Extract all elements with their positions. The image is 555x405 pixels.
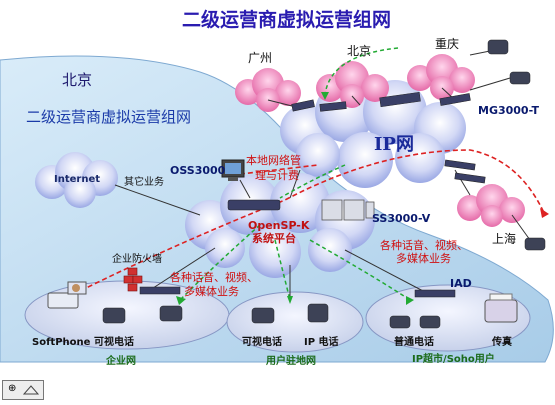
softphone-label: SoftPhone bbox=[32, 337, 91, 348]
ip-network-label: IP网 bbox=[374, 134, 414, 155]
city-chongqing: 重庆 bbox=[435, 37, 460, 51]
other-service-label: 其它业务 bbox=[124, 177, 164, 188]
media-right-label-2: 多媒体业务 bbox=[396, 252, 451, 265]
firewall-label: 企业防火墙 bbox=[112, 254, 162, 265]
videophone-label-1: 可视电话 bbox=[94, 337, 134, 348]
city-guangzhou: 广州 bbox=[248, 51, 273, 65]
ss3000-label: SS3000-V bbox=[372, 212, 431, 225]
opensp-label-2: 系统平台 bbox=[252, 232, 296, 245]
region-subtitle: 二级运营商虚拟运营组网 bbox=[26, 108, 192, 126]
diagram-title: 二级运营商虚拟运营组网 bbox=[182, 9, 392, 31]
city-beijing: 北京 bbox=[347, 44, 372, 58]
local-mgmt-label-2: 理与计费 bbox=[255, 169, 299, 182]
videophone-label-2: 可视电话 bbox=[242, 337, 282, 348]
fax-label: 传真 bbox=[492, 337, 512, 348]
shanghai-cloud bbox=[457, 184, 525, 227]
media-left-label-1: 各种话音、视频、 bbox=[170, 271, 258, 284]
nav-arrow-icon bbox=[23, 385, 39, 395]
enterprise-network-label: 企业网 bbox=[106, 356, 136, 367]
normal-phone-label: 普通电话 bbox=[394, 337, 434, 348]
slide-nav-button[interactable]: ⊕ bbox=[2, 380, 44, 400]
soho-network-label: IP超市/Soho用户 bbox=[412, 354, 495, 365]
media-left-label-2: 多媒体业务 bbox=[184, 285, 239, 298]
iad-label: IAD bbox=[450, 277, 472, 290]
residential-network-ellipse bbox=[226, 291, 364, 353]
oss3000-label: OSS3000 bbox=[170, 164, 226, 177]
residential-network-label: 用户驻地网 bbox=[266, 356, 316, 367]
internet-cloud bbox=[35, 152, 118, 208]
nav-icon: ⊕ bbox=[8, 383, 17, 394]
mg3000-label: MG3000-T bbox=[478, 104, 540, 117]
beijing-city-cloud bbox=[316, 61, 389, 108]
opensp-label-1: OpenSP-K bbox=[248, 219, 310, 232]
internet-label: Internet bbox=[54, 174, 101, 185]
region-label: 北京 bbox=[62, 71, 93, 89]
city-shanghai: 上海 bbox=[492, 232, 517, 246]
media-right-label-1: 各种话音、视频、 bbox=[380, 239, 468, 252]
local-mgmt-label-1: 本地网络管 bbox=[246, 154, 301, 167]
ip-phone-label: IP 电话 bbox=[304, 337, 339, 348]
